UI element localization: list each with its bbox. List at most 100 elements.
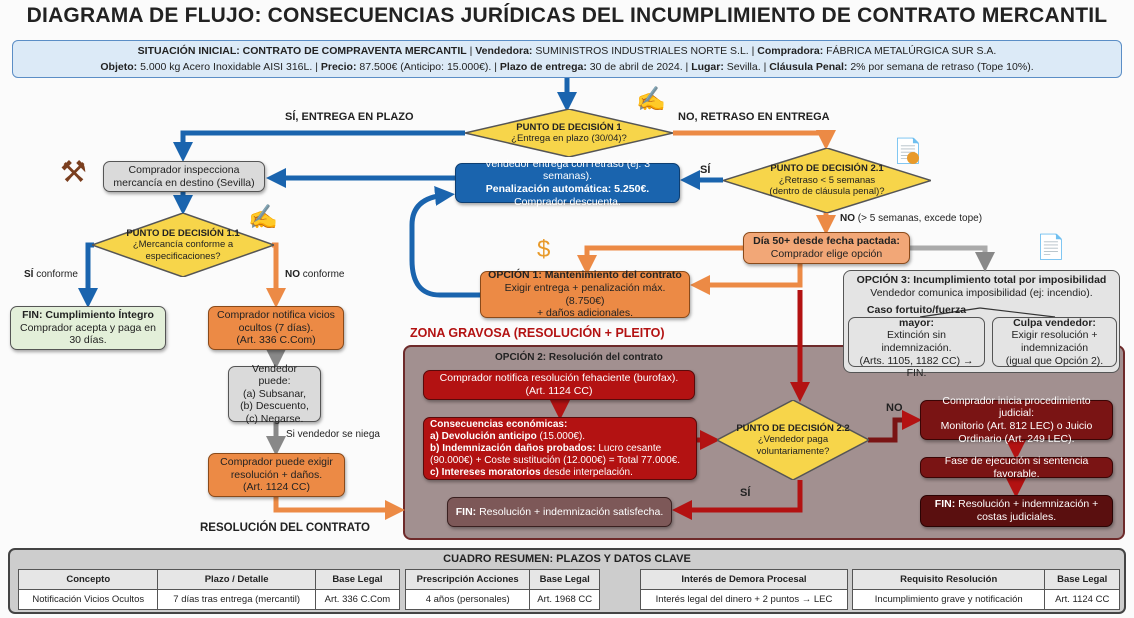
- price-key: Precio:: [320, 61, 357, 73]
- decision-question: ¿Entrega en plazo (30/04)?: [511, 133, 627, 144]
- col-header: Interés de Demora Procesal: [640, 569, 848, 590]
- sep: |: [315, 61, 318, 73]
- label-no-excede: NO (> 5 semanas, excede tope): [840, 213, 982, 224]
- fin-resolucion-box: FIN: Resolución + indemnización satisfec…: [447, 497, 672, 527]
- item-c-value: desde interpelación.: [543, 466, 633, 478]
- burofax-box: Comprador notifica resolución fehaciente…: [423, 370, 695, 400]
- col-header: Prescripción Acciones: [404, 569, 531, 590]
- label-no-conforme: NO conforme: [285, 269, 344, 280]
- option3-heading: OPCIÓN 3: Incumplimiento total por impos…: [843, 274, 1120, 300]
- box-line: resolución + daños.: [230, 468, 323, 481]
- cell: Notificación Vicios Ocultos: [17, 589, 159, 610]
- label-conforme: conforme: [302, 269, 345, 280]
- item-c: c) Intereses moratorios: [430, 466, 541, 478]
- sep: |: [469, 45, 473, 57]
- label-si-en-plazo: SÍ, ENTREGA EN PLAZO: [285, 111, 414, 123]
- sep: |: [494, 61, 497, 73]
- table-row: Interés legal del dinero + 2 puntos → LE…: [640, 589, 848, 610]
- decision-title: PUNTO DE DECISIÓN 2.2: [736, 422, 850, 434]
- box-line: indemnización: [1020, 342, 1089, 354]
- deadline-key: Plazo de entrega:: [499, 61, 587, 73]
- box-line: Caso fortuito/fuerza mayor:: [866, 304, 967, 329]
- label-si: SÍ: [24, 269, 34, 280]
- decision-title: PUNTO DE DECISIÓN 1: [516, 121, 622, 133]
- summary-title: CUADRO RESUMEN: PLAZOS Y DATOS CLAVE: [443, 553, 691, 565]
- label-no-22: NO: [886, 402, 903, 414]
- col-header: Requisito Resolución: [851, 569, 1046, 590]
- label-no: NO: [285, 269, 300, 280]
- col-header: Base Legal: [314, 569, 401, 590]
- col-header: Concepto: [17, 569, 159, 590]
- decision-question: especificaciones?: [145, 250, 221, 262]
- item-a-value: (15.000€).: [539, 430, 586, 442]
- sep: |: [763, 61, 767, 73]
- box-line: costas judiciales.: [976, 511, 1057, 523]
- penalty-key: Cláusula Penal:: [769, 61, 848, 73]
- box-line: Monitorio (Art. 812 LEC) o Juicio: [940, 420, 1093, 432]
- box-line: Consecuencias económicas:: [430, 418, 568, 430]
- box-line: Ordinario (Art. 249 LEC).: [958, 432, 1075, 445]
- document-pen-icon: ✍: [636, 86, 666, 113]
- cell: Incumplimiento grave y notificación: [851, 589, 1046, 610]
- box-line: Exigir entrega + penalización máx. (8.75…: [504, 281, 666, 307]
- sep: |: [685, 61, 689, 73]
- col-header: Base Legal: [529, 569, 600, 590]
- box-line: Comprador notifica resolución fehaciente…: [439, 372, 679, 385]
- label-conforme: conforme: [36, 269, 78, 280]
- item-b-value: Lucro cesante: [598, 442, 662, 454]
- judicial-box: Comprador inicia procedimiento judicial:…: [920, 395, 1113, 445]
- box-line: (b) Descuento,: [240, 400, 309, 413]
- object-value: 5.000 kg Acero Inoxidable AISI 316L.: [140, 61, 313, 73]
- decision-question: ¿Mercancía conforme a: [132, 239, 234, 251]
- box-line: Comprador notifica vicios: [217, 309, 335, 322]
- decision-question: ¿Vendedor paga: [757, 434, 829, 446]
- box-line: Comprador inspecciona: [128, 163, 240, 176]
- penalty-value: 2% por semana de retraso (Tope 10%).: [850, 61, 1034, 73]
- deadline-value: 30 de abril de 2024.: [589, 61, 683, 73]
- seller-key: Vendedora:: [475, 45, 533, 57]
- label-no-detail: (> 5 semanas, excede tope): [857, 213, 983, 224]
- cell: Interés legal del dinero + 2 puntos → LE…: [640, 589, 848, 610]
- fin-label: FIN:: [934, 498, 956, 511]
- cell: 4 años (personales): [404, 589, 531, 610]
- label-si-22: SÍ: [740, 487, 751, 499]
- gavel-icon: ⚒: [60, 156, 87, 189]
- box-line: Comprador descuenta.: [514, 195, 621, 208]
- summary-table-3: Interés de Demora Procesal Interés legal…: [640, 569, 848, 610]
- buyer-value: FÁBRICA METALÚRGICA SUR S.A.: [826, 45, 997, 57]
- box-line: Día 50+ desde fecha pactada:: [753, 235, 900, 248]
- seller-value: SUMINISTROS INDUSTRIALES NORTE S.L.: [535, 45, 749, 57]
- box-line: (90.000€) + Coste sustitución (12.000€) …: [430, 454, 680, 466]
- table-row: 4 años (personales)Art. 1968 CC: [404, 589, 600, 610]
- buyer-key: Compradora:: [757, 45, 824, 57]
- box-line: Resolución + indemnización satisfecha.: [479, 505, 664, 518]
- document-coin-icon: 📄: [893, 138, 923, 165]
- document-stamp-icon: 📄: [1036, 234, 1066, 261]
- page-title: DIAGRAMA DE FLUJO: CONSECUENCIAS JURÍDIC…: [26, 4, 1108, 27]
- decision-title: PUNTO DE DECISIÓN 2.1: [770, 163, 884, 175]
- label-si-vendedor-se-niega: Si vendedor se niega: [286, 429, 380, 440]
- box-line: (Art. 1124 CC): [243, 481, 310, 494]
- col-header: Base Legal: [1044, 569, 1120, 590]
- object-key: Objeto:: [100, 61, 138, 73]
- cell: Art. 336 C.Com: [314, 589, 401, 610]
- situation-heading: SITUACIÓN INICIAL: CONTRATO DE COMPRAVEN…: [137, 45, 467, 57]
- box-line: (Art. 336 C.Com): [236, 334, 316, 347]
- option2-title: OPCIÓN 2: Resolución del contrato: [495, 352, 663, 363]
- late-delivery-box: Vendedor entrega con retraso (ej: 3 sema…: [455, 158, 680, 208]
- box-line: Comprador puede exigir: [220, 456, 333, 469]
- box-line: Vendedor comunica imposibilidad (ej: inc…: [870, 287, 1093, 300]
- box-line: Fase de ejecución si sentencia favorable…: [944, 454, 1089, 480]
- box-line: (igual que Opción 2).: [1005, 354, 1104, 367]
- item-b: b) Indemnización daños probados:: [430, 442, 596, 454]
- decision-2-1: PUNTO DE DECISIÓN 2.1¿Retraso < 5 semana…: [723, 148, 931, 213]
- box-line: Comprador inicia procedimiento judicial:: [942, 394, 1091, 420]
